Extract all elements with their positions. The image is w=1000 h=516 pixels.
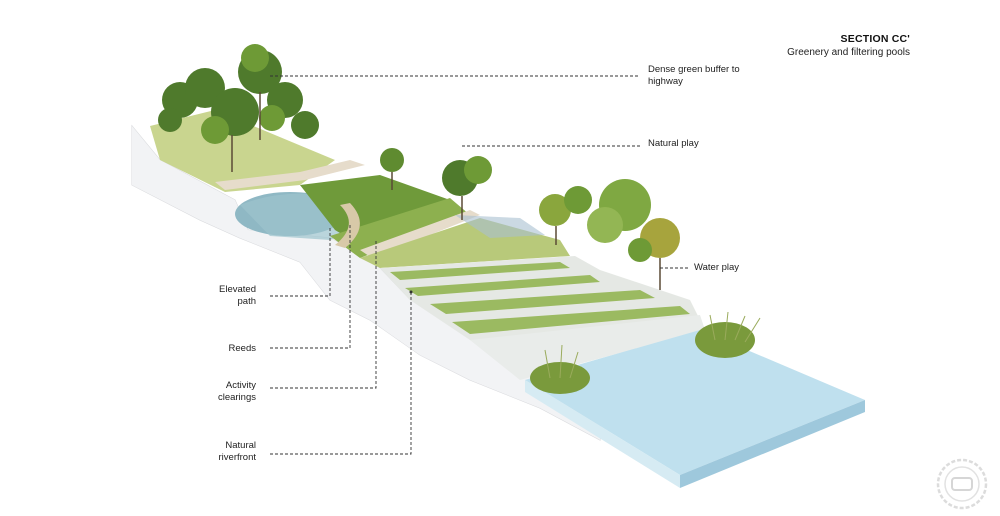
- leader-elevated-path: [270, 228, 331, 297]
- leader-activity-clearings: [270, 240, 377, 389]
- callout-buffer-line-2: highway: [648, 76, 683, 87]
- callout-buffer-line-1: Dense green buffer to: [648, 64, 740, 75]
- trees: [158, 44, 680, 290]
- callout-natural-riverfront: Natural riverfront: [196, 440, 256, 464]
- callout-water-play-line-1: Water play: [694, 262, 740, 273]
- callout-elevated-path-line-1: Elevated: [219, 284, 256, 295]
- callout-elevated-path: Elevated path: [196, 284, 256, 308]
- callout-natural-play-line-1: Natural play: [648, 138, 699, 149]
- callout-activity-clearings-line-1: Activity: [225, 380, 256, 391]
- leader-lines: [270, 75, 688, 455]
- callout-buffer: Dense green buffer to highway: [648, 64, 740, 88]
- leader-natural-riverfront: [270, 292, 412, 455]
- terrace-greens: [390, 262, 690, 334]
- callout-activity-clearings: Activity clearings: [196, 380, 256, 404]
- callout-water-play: Water play: [694, 262, 739, 274]
- river-water: [525, 330, 865, 475]
- callout-natural-riverfront-line-1: Natural: [225, 440, 256, 451]
- elevated-path-walk: [215, 160, 365, 190]
- section-heading: SECTION CC': [840, 33, 910, 45]
- callout-natural-play: Natural play: [648, 138, 699, 150]
- callout-activity-clearings-line-2: clearings: [217, 392, 256, 403]
- leader-reeds: [270, 225, 351, 349]
- callout-natural-riverfront-line-2: riverfront: [218, 452, 256, 463]
- section-title-block: SECTION CC' Greenery and filtering pools: [787, 33, 910, 58]
- upper-lawn: [150, 110, 335, 192]
- section-subheading: Greenery and filtering pools: [787, 47, 910, 58]
- callout-elevated-path-line-2: path: [237, 296, 257, 307]
- stamp-logo-icon: [936, 458, 988, 510]
- callout-reeds: Reeds: [196, 343, 256, 355]
- reed-bed: [300, 175, 450, 245]
- callout-reeds-line-1: Reeds: [228, 343, 256, 354]
